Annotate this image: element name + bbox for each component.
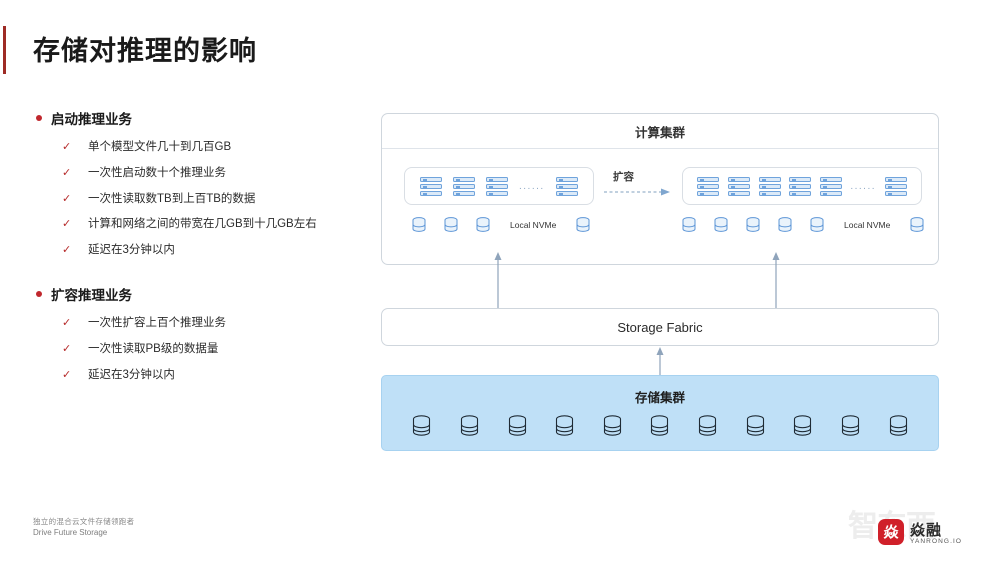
disk-icon bbox=[778, 217, 792, 232]
storage-cluster-box: 存储集群 bbox=[381, 375, 939, 451]
disk-icon bbox=[476, 217, 490, 232]
disk-icon bbox=[810, 217, 824, 232]
bullet-column: 启动推理业务 ✓ 单个模型文件几十到几百GB ✓ 一次性启动数十个推理业务 ✓ … bbox=[36, 108, 366, 400]
architecture-diagram: 计算集群 ...... 扩容 bbox=[381, 113, 939, 451]
bullet-dot-icon bbox=[36, 115, 42, 121]
storage-cluster-disk-row bbox=[382, 406, 938, 436]
footer-tagline: 独立的混合云文件存储领跑者 Drive Future Storage bbox=[33, 516, 134, 539]
bullet-item: ✓ 一次性读取数TB到上百TB的数据 bbox=[62, 193, 366, 207]
scale-out-arrow-icon bbox=[604, 188, 670, 196]
server-icon bbox=[697, 176, 720, 196]
check-icon: ✓ bbox=[62, 316, 72, 329]
storage-disk-icon bbox=[508, 415, 526, 436]
storage-disk-icon bbox=[460, 415, 478, 436]
check-icon: ✓ bbox=[62, 218, 72, 231]
bullet-item: ✓ 一次性扩容上百个推理业务 bbox=[62, 317, 366, 331]
check-icon: ✓ bbox=[62, 244, 72, 257]
disk-icon bbox=[412, 217, 426, 232]
server-icon bbox=[453, 176, 476, 196]
server-icon bbox=[486, 176, 509, 196]
nvme-label: Local NVMe bbox=[844, 219, 891, 230]
server-icon bbox=[727, 176, 750, 196]
bullet-item-text: 一次性扩容上百个推理业务 bbox=[88, 316, 226, 329]
connector-arrow-right-icon bbox=[772, 252, 780, 312]
server-icon bbox=[555, 176, 578, 196]
storage-disk-icon bbox=[413, 415, 431, 436]
check-icon: ✓ bbox=[62, 368, 72, 381]
bullet-item-text: 一次性启动数十个推理业务 bbox=[88, 166, 226, 179]
nvme-row-left: Local NVMe bbox=[412, 217, 590, 232]
bullet-item-text: 一次性读取数TB到上百TB的数据 bbox=[88, 192, 256, 205]
disk-icon bbox=[910, 217, 924, 232]
storage-disk-icon bbox=[794, 415, 812, 436]
bullet-group-heading-text: 扩容推理业务 bbox=[51, 287, 132, 303]
page-title: 存储对推理的影响 bbox=[33, 36, 257, 66]
logo-glyph: 焱 bbox=[883, 523, 899, 541]
bullet-item-text: 计算和网络之间的带宽在几GB到十几GB左右 bbox=[88, 218, 317, 231]
storage-cluster-title: 存储集群 bbox=[634, 391, 685, 405]
bullet-group-heading: 启动推理业务 bbox=[36, 108, 366, 128]
logo-name-en: YANRONG.IO bbox=[910, 538, 963, 545]
server-group-left: ...... bbox=[404, 167, 594, 205]
storage-disk-icon bbox=[556, 415, 574, 436]
disk-icon bbox=[682, 217, 696, 232]
ellipsis-label: ...... bbox=[519, 180, 545, 192]
compute-cluster-title: 计算集群 bbox=[382, 114, 938, 149]
disk-icon bbox=[714, 217, 728, 232]
bullet-item: ✓ 一次性读取PB级的数据量 bbox=[62, 343, 366, 357]
storage-fabric-box: Storage Fabric bbox=[381, 308, 939, 346]
bullet-group-1: 启动推理业务 ✓ 单个模型文件几十到几百GB ✓ 一次性启动数十个推理业务 ✓ … bbox=[36, 108, 366, 258]
bullet-group-heading-text: 启动推理业务 bbox=[51, 112, 132, 127]
storage-disk-icon bbox=[841, 415, 859, 436]
bullet-item: ✓ 一次性启动数十个推理业务 bbox=[62, 167, 366, 181]
connector-arrow-fabric-icon bbox=[656, 347, 664, 377]
storage-disk-icon bbox=[746, 415, 764, 436]
footer-tagline-cn: 独立的混合云文件存储领跑者 bbox=[33, 517, 135, 526]
server-icon bbox=[884, 176, 907, 196]
server-group-right: ...... bbox=[682, 167, 922, 205]
check-icon: ✓ bbox=[62, 141, 72, 153]
logo-name-cn: 焱融 bbox=[910, 522, 943, 539]
disk-icon bbox=[444, 217, 458, 232]
bullet-item: ✓ 延迟在3分钟以内 bbox=[62, 244, 366, 258]
storage-disk-icon bbox=[603, 415, 621, 436]
disk-icon bbox=[576, 217, 590, 232]
bullet-group-heading: 扩容推理业务 bbox=[36, 284, 366, 304]
scale-out-label: 扩容 bbox=[613, 171, 634, 183]
storage-disk-icon bbox=[889, 415, 907, 436]
footer-tagline-en: Drive Future Storage bbox=[33, 528, 108, 538]
disk-icon bbox=[746, 217, 760, 232]
server-icon bbox=[758, 176, 781, 196]
bullet-item-text: 单个模型文件几十到几百GB bbox=[88, 141, 232, 153]
connector-arrow-left-icon bbox=[494, 252, 502, 312]
check-icon: ✓ bbox=[62, 342, 72, 355]
storage-disk-icon bbox=[699, 415, 717, 436]
bullet-item-text: 延迟在3分钟以内 bbox=[88, 368, 175, 381]
title-accent-bar bbox=[3, 26, 6, 74]
logo-mark-icon: 焱 bbox=[878, 519, 904, 545]
ellipsis-label: ...... bbox=[850, 180, 877, 192]
bullet-item: ✓ 计算和网络之间的带宽在几GB到十几GB左右 bbox=[62, 218, 366, 232]
nvme-row-right: Local NVMe bbox=[682, 217, 924, 232]
compute-cluster-body: ...... 扩容 ...... bbox=[382, 149, 938, 265]
server-icon bbox=[789, 176, 812, 196]
bullet-item: ✓ 延迟在3分钟以内 bbox=[62, 369, 366, 383]
server-icon bbox=[819, 176, 842, 196]
check-icon: ✓ bbox=[62, 192, 72, 205]
server-icon bbox=[420, 176, 443, 196]
check-icon: ✓ bbox=[62, 166, 72, 179]
nvme-label: Local NVMe bbox=[510, 219, 557, 230]
storage-disk-icon bbox=[651, 415, 669, 436]
bullet-item-text: 延迟在3分钟以内 bbox=[88, 244, 175, 257]
compute-cluster-box: 计算集群 ...... 扩容 bbox=[381, 113, 939, 265]
bullet-item: ✓ 单个模型文件几十到几百GB bbox=[62, 141, 366, 155]
bullet-dot-icon bbox=[36, 290, 42, 297]
brand-logo: 智东西 焱 焱融 YANRONG.IO bbox=[848, 505, 978, 557]
bullet-group-2: 扩容推理业务 ✓ 一次性扩容上百个推理业务 ✓ 一次性读取PB级的数据量 ✓ 延… bbox=[36, 284, 366, 382]
bullet-item-text: 一次性读取PB级的数据量 bbox=[88, 342, 219, 355]
